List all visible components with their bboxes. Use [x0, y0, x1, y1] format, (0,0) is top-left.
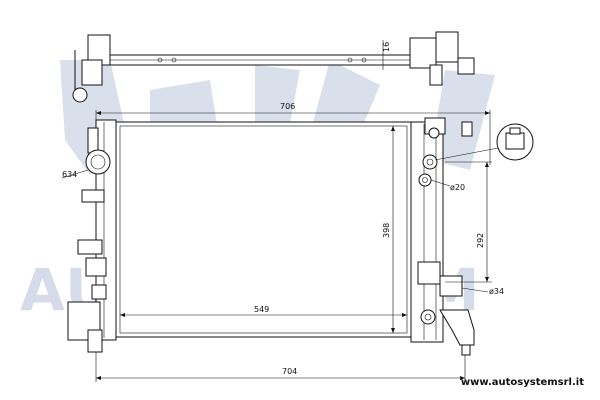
dim-core-height-label: 398 — [382, 223, 391, 238]
detail-callout — [434, 123, 534, 161]
dim-core-height: 398 — [382, 126, 395, 333]
dim-outlet-diameter-label: ø34 — [489, 287, 504, 296]
dim-top-width-label: 706 — [280, 102, 295, 111]
dim-side-height-label: 292 — [476, 233, 485, 248]
dim-small-port: ø20 — [430, 179, 465, 192]
dim-inlet-diameter: 634 — [61, 169, 89, 179]
left-tank — [67, 119, 117, 353]
dim-inlet-diameter-label: 634 — [62, 170, 77, 179]
dim-bottom-width: 704 — [95, 352, 466, 382]
dim-outlet-diameter: ø34 — [461, 287, 504, 296]
top-bracket — [72, 31, 475, 103]
dim-bracket-thickness-label: 16 — [382, 42, 391, 52]
website-url[interactable]: www.autosystemsrl.it — [460, 377, 584, 388]
dim-core-width-label: 549 — [254, 305, 269, 314]
radiator-core — [115, 121, 412, 338]
dim-bracket-thickness: 16 — [382, 40, 391, 70]
dim-side-height: 292 — [445, 161, 492, 283]
dim-bottom-width-label: 704 — [282, 367, 297, 376]
dim-small-port-label: ø20 — [450, 183, 465, 192]
dim-core-width: 549 — [120, 305, 407, 317]
right-tank — [410, 117, 475, 356]
